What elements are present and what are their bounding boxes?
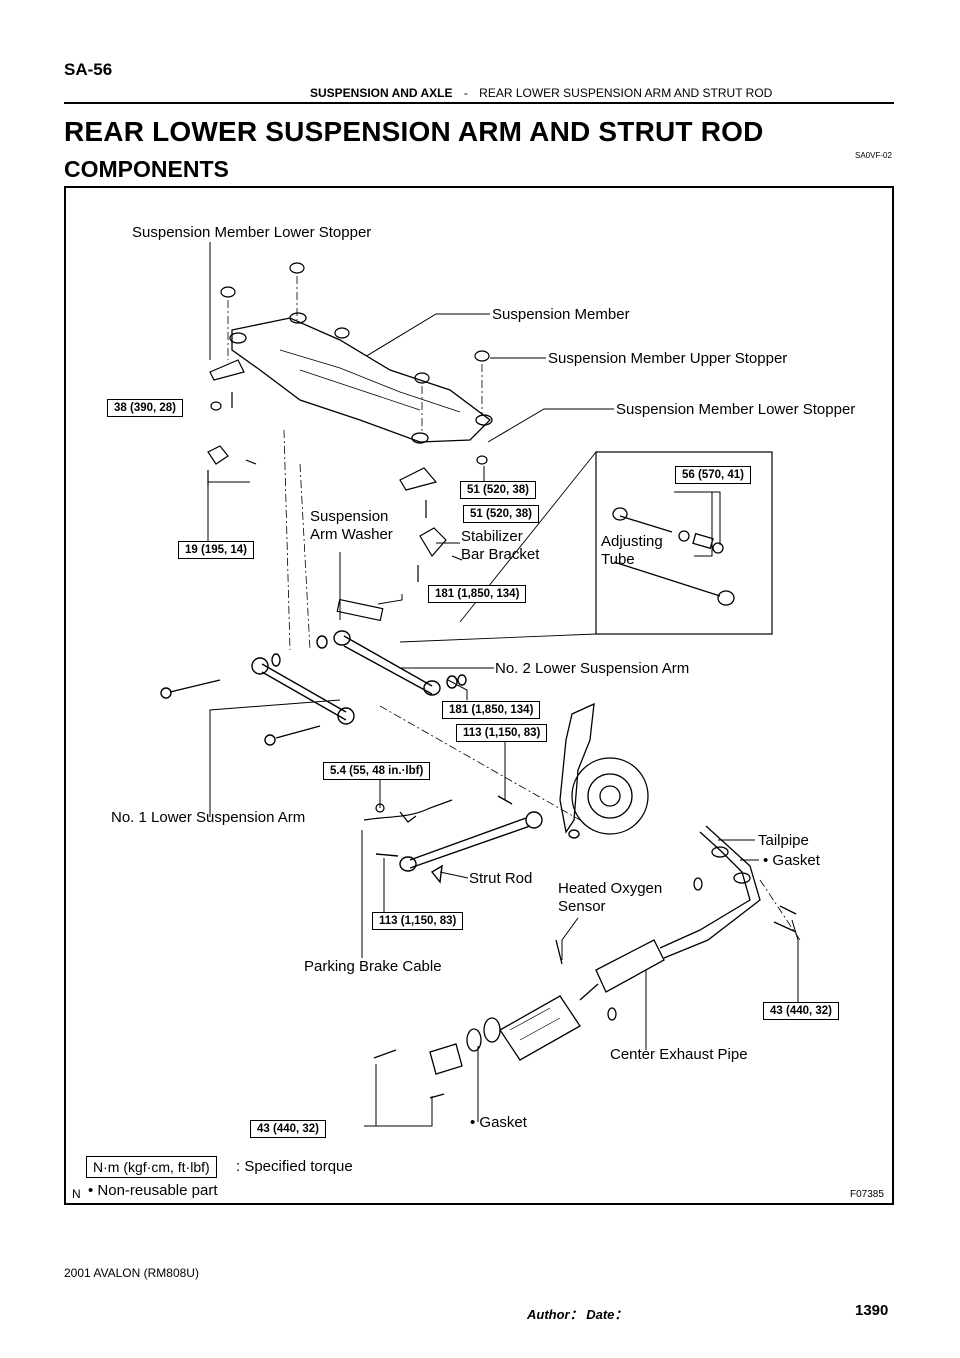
torque-19: 19 (195, 14) (178, 541, 255, 559)
inset-leader-bottom (399, 633, 597, 643)
label-susp-member-upper-stopper: Suspension Member Upper Stopper (548, 350, 788, 367)
no1-arm-shape (160, 653, 355, 746)
label-no2-lower-suspension-arm: No. 2 Lower Suspension Arm (495, 660, 690, 677)
torque-51-a: 51 (520, 38) (460, 481, 537, 499)
label-gasket-upper: • Gasket (763, 852, 820, 869)
page-title: REAR LOWER SUSPENSION ARM AND STRUT ROD (64, 116, 764, 147)
figure-corner-mark: N (72, 1187, 81, 1201)
label-suspension-arm-washer-line1: Suspension (310, 508, 389, 525)
torque-38: 38 (390, 28) (107, 399, 184, 417)
label-parking-brake-cable: Parking Brake Cable (304, 958, 442, 975)
label-gasket-lower: • Gasket (470, 1114, 527, 1131)
label-stabilizer-bracket-line1: Stabilizer (461, 528, 523, 545)
document-code: SA0VF-02 (855, 151, 892, 160)
adjusting-tube-shape (612, 507, 735, 606)
parking-brake-cable-shape (363, 799, 453, 823)
torque-43-a: 43 (440, 32) (763, 1002, 840, 1020)
stoppers-and-nuts (209, 262, 490, 491)
no2-arm-shape (316, 630, 467, 696)
figure-frame (64, 186, 894, 1205)
legend-specified-torque: : Specified torque (236, 1158, 353, 1175)
running-header: SUSPENSION AND AXLE - REAR LOWER SUSPENS… (310, 86, 772, 100)
footer-author-date: Author： Date： (527, 1307, 628, 1322)
running-header-separator: - (463, 86, 468, 100)
figure-id: F07385 (850, 1189, 884, 1200)
label-no1-lower-suspension-arm: No. 1 Lower Suspension Arm (111, 809, 306, 826)
strut-rod-shape (375, 795, 580, 884)
torque-43-b: 43 (440, 32) (250, 1120, 327, 1138)
page-number: SA-56 (64, 60, 113, 79)
torque-113-a: 113 (1,150, 83) (456, 724, 548, 742)
legend-unit-box: N·m (kgf·cm, ft·lbf) (86, 1156, 217, 1178)
arm-washer-shape (336, 598, 384, 622)
knuckle-hub-shape (559, 702, 649, 835)
guide-lines (227, 276, 801, 941)
footer-page-number: 1390 (855, 1302, 889, 1319)
label-adjusting-tube-line2: Tube (601, 551, 635, 568)
section-title: COMPONENTS (64, 156, 229, 182)
torque-56: 56 (570, 41) (675, 466, 752, 484)
torque-113-b: 113 (1,150, 83) (372, 912, 464, 930)
adjusting-tube-inset (595, 451, 773, 635)
label-stabilizer-bracket-line2: Bar Bracket (461, 546, 540, 563)
running-header-subsection: REAR LOWER SUSPENSION ARM AND STRUT ROD (479, 86, 773, 100)
stabilizer-bracket-shape (207, 445, 463, 582)
label-susp-member-lower-stopper-top: Suspension Member Lower Stopper (132, 224, 372, 241)
suspension-member-shape (229, 312, 493, 444)
label-heated-oxygen-sensor-line2: Sensor (558, 898, 606, 915)
torque-5-4: 5.4 (55, 48 in.·lbf) (323, 762, 431, 780)
label-suspension-member: Suspension Member (492, 306, 630, 323)
header-rule (64, 102, 894, 104)
torque-181-a: 181 (1,850, 134) (428, 585, 527, 603)
label-tailpipe: Tailpipe (758, 832, 809, 849)
footer-model: 2001 AVALON (RM808U) (64, 1266, 199, 1280)
label-heated-oxygen-sensor-line1: Heated Oxygen (558, 880, 663, 897)
label-adjusting-tube-line1: Adjusting (601, 533, 663, 550)
label-susp-member-lower-stopper-right: Suspension Member Lower Stopper (616, 401, 856, 418)
exhaust-shape (373, 825, 797, 1099)
label-suspension-arm-washer-line2: Arm Washer (310, 526, 393, 543)
label-strut-rod: Strut Rod (469, 870, 533, 887)
running-header-section: SUSPENSION AND AXLE (310, 86, 453, 100)
label-center-exhaust-pipe: Center Exhaust Pipe (610, 1046, 748, 1063)
torque-51-b: 51 (520, 38) (463, 505, 540, 523)
torque-181-b: 181 (1,850, 134) (442, 701, 541, 719)
leader-lines (207, 242, 799, 1127)
legend-non-reusable: • Non-reusable part (88, 1182, 218, 1199)
